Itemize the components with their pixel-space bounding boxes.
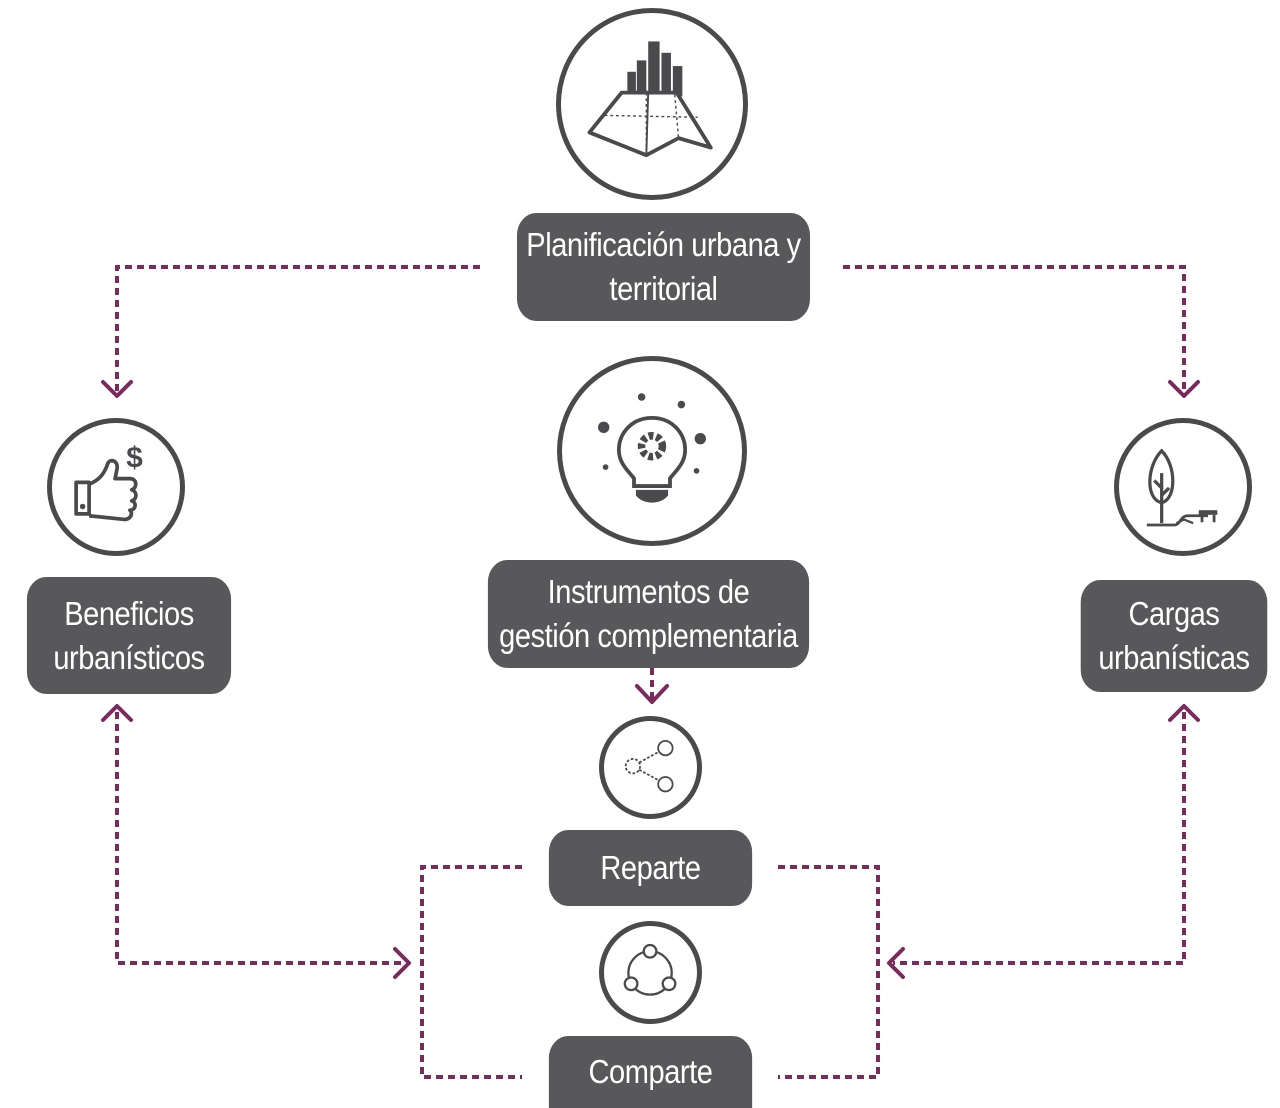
arrowhead-bracket-right bbox=[887, 947, 905, 979]
node-shares-label: Comparte bbox=[588, 1053, 713, 1090]
thumbs-up-dollar-icon: $ bbox=[47, 418, 185, 556]
node-planning: Planificación urbana y territorial bbox=[516, 213, 811, 321]
connector-charges-bracket bbox=[893, 712, 1186, 965]
node-charges-label: Cargas urbanísticas bbox=[1098, 595, 1250, 676]
bracket-right bbox=[778, 865, 880, 1079]
connector-planning-benefits bbox=[115, 265, 480, 392]
share-icon bbox=[599, 716, 702, 819]
arrowhead-charges-down bbox=[1168, 380, 1200, 398]
bracket-left bbox=[420, 865, 522, 1079]
node-charges: Cargas urbanísticas bbox=[1080, 580, 1268, 692]
arrowhead-bracket-left bbox=[393, 947, 411, 979]
arrowhead-benefits-up bbox=[101, 704, 133, 722]
circular-network-icon bbox=[599, 921, 702, 1024]
city-map-icon bbox=[556, 8, 748, 200]
node-instruments-label: Instrumentos de gestión complementaria bbox=[499, 573, 798, 654]
node-benefits: Beneficios urbanísticos bbox=[26, 577, 232, 694]
connector-planning-charges bbox=[843, 265, 1186, 392]
node-shares: Comparte bbox=[548, 1036, 753, 1108]
node-instruments: Instrumentos de gestión complementaria bbox=[487, 560, 810, 668]
arrowhead-instruments-down bbox=[635, 684, 669, 704]
tree-bench-icon bbox=[1114, 418, 1252, 556]
arrowhead-benefits-down bbox=[101, 380, 133, 398]
svg-text:$: $ bbox=[126, 442, 143, 475]
node-distributes: Reparte bbox=[548, 830, 753, 906]
node-planning-label: Planificación urbana y territorial bbox=[526, 226, 801, 307]
lightbulb-gear-icon bbox=[557, 356, 747, 546]
connector-benefits-bracket bbox=[115, 712, 405, 965]
node-benefits-label: Beneficios urbanísticos bbox=[53, 594, 205, 676]
node-distributes-label: Reparte bbox=[600, 849, 701, 886]
arrowhead-charges-up bbox=[1168, 704, 1200, 722]
